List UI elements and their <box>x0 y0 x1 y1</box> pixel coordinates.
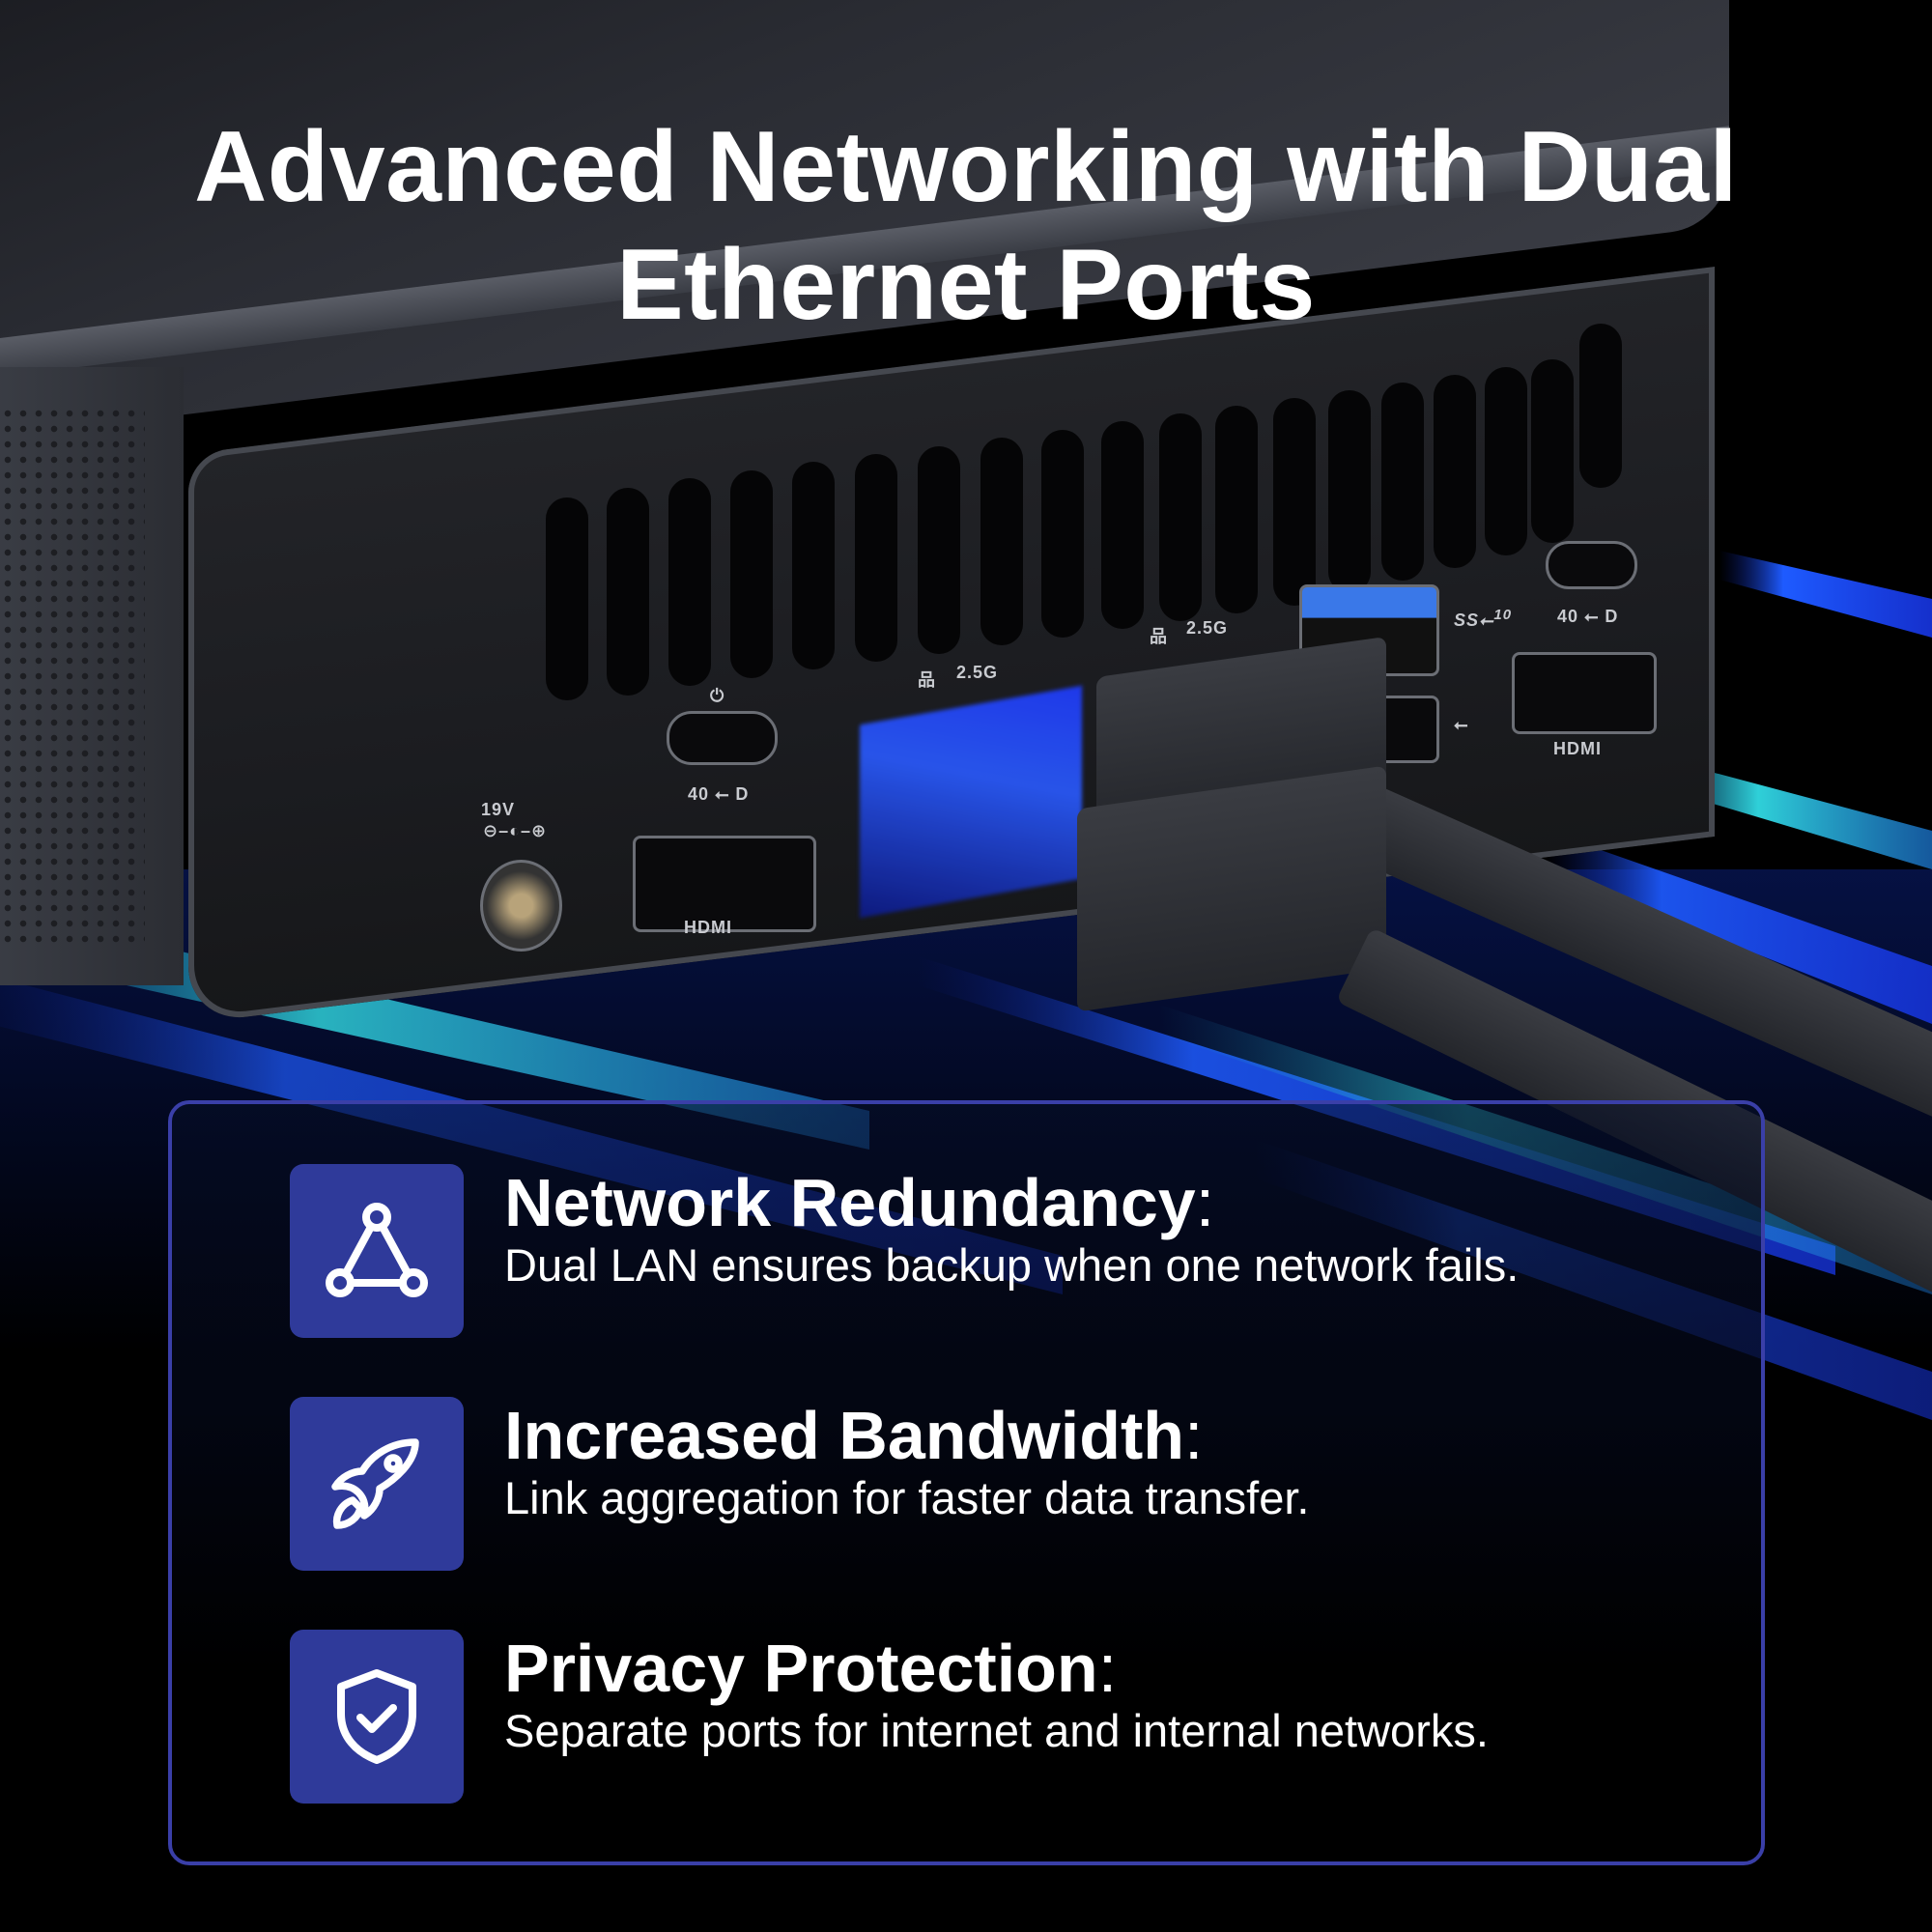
feature-icon-tile <box>290 1164 464 1338</box>
usb4-displayport-icon: 40 ⭠ D <box>688 784 750 804</box>
vent-slot <box>1485 367 1527 555</box>
feature-description: Dual LAN ensures backup when one network… <box>504 1239 1520 1291</box>
feature-icon-tile <box>290 1630 464 1804</box>
feature-text: Privacy Protection: Separate ports for i… <box>504 1630 1741 1759</box>
dc-voltage-label: 19V <box>481 800 516 819</box>
usb-c-port <box>1546 541 1637 589</box>
vent-slot <box>607 488 649 696</box>
ethernet-cable-plug <box>1077 765 1386 1012</box>
feature-heading: Privacy Protection: <box>504 1631 1118 1706</box>
lan-speed-label: 2.5G <box>956 663 999 682</box>
side-vent-perforation <box>0 406 145 947</box>
usb-icon: ⭠ <box>1454 715 1469 734</box>
page-title: Advanced Networking with Dual Ethernet P… <box>0 108 1932 344</box>
network-triangle-icon <box>326 1203 428 1297</box>
title-line-1: Advanced Networking with Dual <box>194 111 1738 223</box>
ethernet-network-icon: 品 <box>918 670 936 690</box>
vent-slot <box>1381 383 1424 581</box>
vent-slot <box>855 454 897 662</box>
dc-power-jack <box>480 860 562 952</box>
feature-item-network-redundancy: Network Redundancy: Dual LAN ensures bac… <box>290 1164 1739 1338</box>
dc-polarity-icon: ⊖–◐–⊕ <box>483 821 548 840</box>
feature-description: Link aggregation for faster data transfe… <box>504 1472 1310 1523</box>
vent-slot <box>730 470 773 678</box>
feature-text: Network Redundancy: Dual LAN ensures bac… <box>504 1164 1741 1293</box>
vent-slot <box>1531 359 1574 543</box>
vent-slot <box>1328 390 1371 593</box>
hdmi-label: HDMI <box>1553 739 1602 758</box>
rocket-icon <box>331 1438 419 1529</box>
vent-slot <box>1215 406 1258 613</box>
shield-check-icon <box>337 1669 416 1764</box>
feature-item-privacy-protection: Privacy Protection: Separate ports for i… <box>290 1630 1739 1804</box>
usb-c-port <box>667 711 778 765</box>
vent-slot <box>668 478 711 686</box>
feature-heading: Increased Bandwidth: <box>504 1398 1204 1473</box>
vent-slot <box>980 438 1023 645</box>
feature-heading: Network Redundancy: <box>504 1165 1215 1240</box>
vent-slot <box>918 446 960 654</box>
feature-item-increased-bandwidth: Increased Bandwidth: Link aggregation fo… <box>290 1397 1739 1571</box>
hdmi-port <box>1512 652 1657 734</box>
power-plug-icon: ⏻ <box>710 686 725 705</box>
ethernet-network-icon: 品 <box>1150 627 1168 646</box>
hdmi-label: HDMI <box>684 918 732 937</box>
feature-panel: Network Redundancy: Dual LAN ensures bac… <box>168 1100 1765 1865</box>
vent-slot <box>1159 413 1202 621</box>
hdmi-port <box>633 836 816 932</box>
feature-description: Separate ports for internet and internal… <box>504 1705 1489 1756</box>
vent-slot <box>1101 421 1144 629</box>
ethernet-port-glow <box>860 685 1082 919</box>
vent-slot <box>1579 324 1622 488</box>
vent-slot <box>792 462 835 669</box>
usb4-displayport-icon: 40 ⭠ D <box>1557 607 1619 626</box>
lan-speed-label: 2.5G <box>1186 618 1229 638</box>
feature-text: Increased Bandwidth: Link aggregation fo… <box>504 1397 1741 1526</box>
vent-slot <box>1434 375 1476 568</box>
vent-slot <box>1273 398 1316 606</box>
title-line-2: Ethernet Ports <box>616 229 1316 341</box>
usb-superspeed-icon: SS⭠10 <box>1454 607 1513 630</box>
vent-slot <box>1041 430 1084 638</box>
feature-icon-tile <box>290 1397 464 1571</box>
vent-slot <box>546 497 588 700</box>
